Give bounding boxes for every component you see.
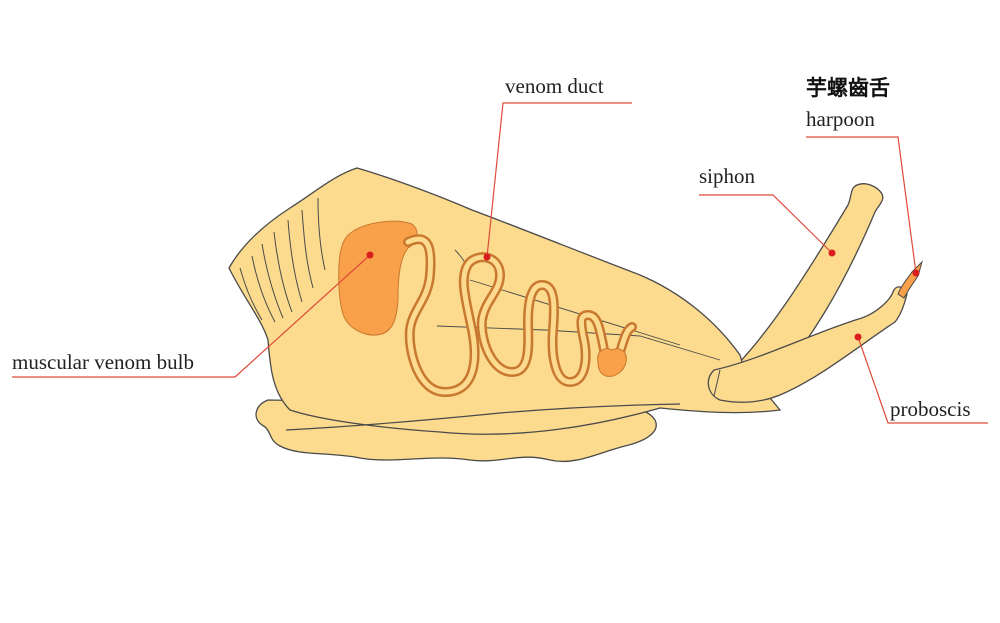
harpoon-dot [912, 269, 920, 277]
venom-bulb-dot [366, 251, 374, 259]
duct-gland [597, 348, 627, 377]
venom-bulb [338, 220, 418, 336]
harpoon [897, 260, 924, 299]
proboscis [707, 286, 908, 403]
venom-duct-label: venom duct [505, 74, 604, 98]
leader-dots [366, 249, 920, 341]
proboscis-label: proboscis [890, 397, 971, 421]
spire-lines [239, 197, 326, 323]
siphon [735, 183, 884, 383]
leader-lines [12, 102, 988, 424]
shell-lip [285, 403, 681, 431]
shell [228, 167, 782, 435]
proboscis-dot [854, 333, 862, 341]
muscular-venom-bulb-label: muscular venom bulb [12, 350, 194, 374]
siphon-label: siphon [699, 164, 756, 188]
harpoon-label: harpoon [806, 107, 875, 131]
venom-duct-dot [483, 253, 491, 261]
venom-duct-inner [405, 236, 635, 395]
diagram-title: 芋螺齒舌 [806, 76, 890, 100]
siphon-dot [828, 249, 836, 257]
proboscis-base-line [713, 369, 721, 397]
